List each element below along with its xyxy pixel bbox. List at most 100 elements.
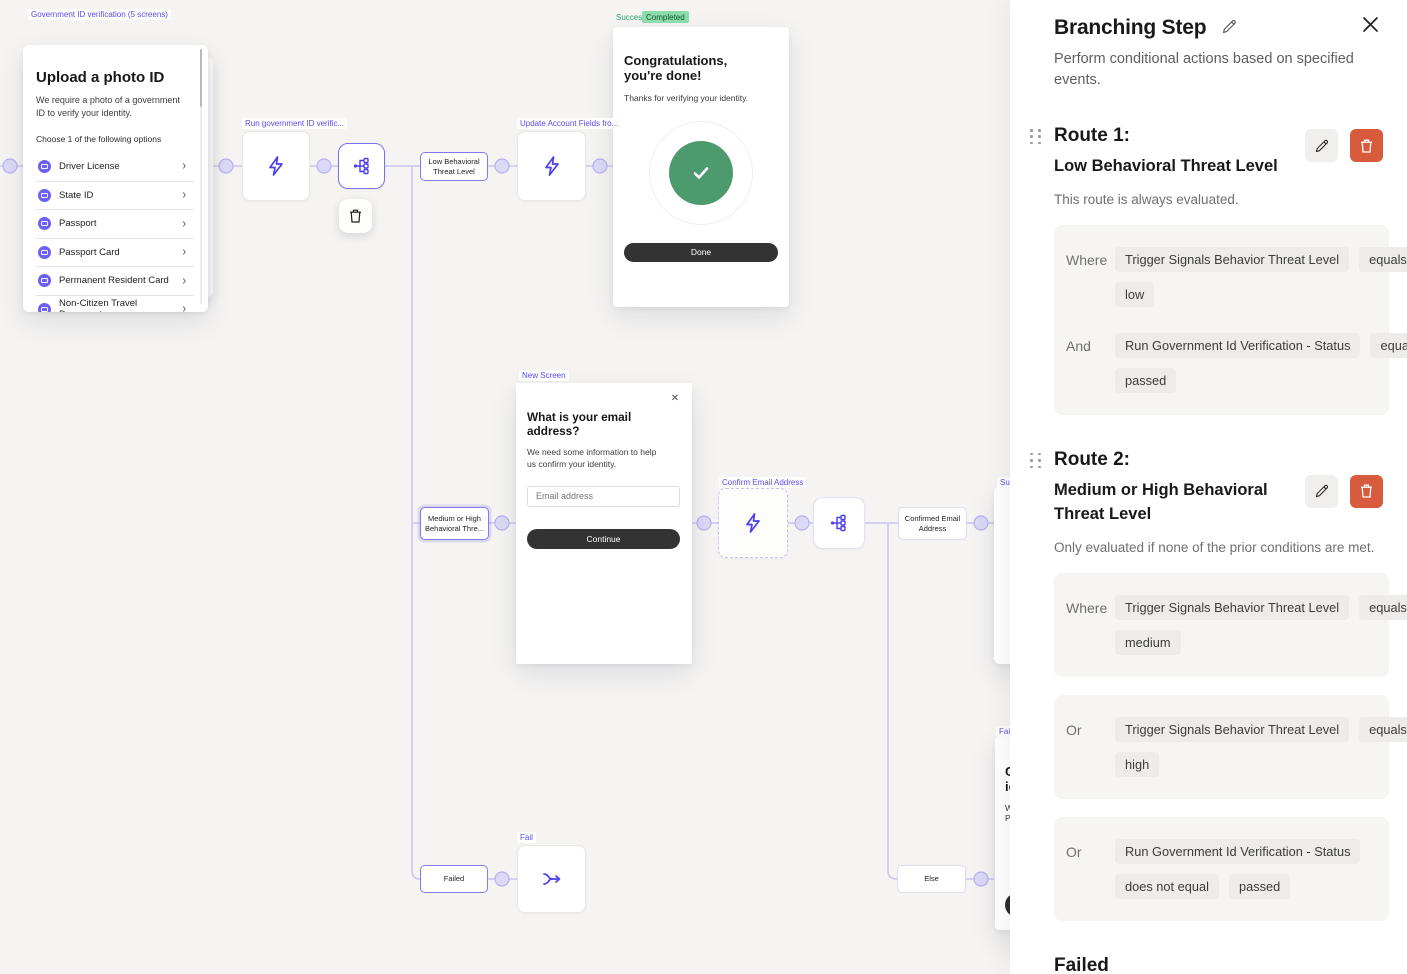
upload-card-title: Upload a photo ID (36, 69, 165, 86)
chevron-right-icon: › (182, 273, 186, 289)
upload-card-choose: Choose 1 of the following options (36, 134, 162, 145)
branch-icon (353, 157, 369, 175)
email-input[interactable] (527, 485, 680, 507)
id-card-icon (38, 159, 51, 173)
edit-route-button[interactable] (1305, 129, 1338, 163)
route-2-note: Only evaluated if none of the prior cond… (1054, 539, 1375, 555)
condition-operator-chip[interactable]: does not equal (1115, 873, 1219, 899)
route-2-header: Route 2: Medium or High Behavioral Threa… (1030, 448, 1383, 527)
check-ring (649, 120, 753, 225)
condition-operator-chip[interactable]: equals (1359, 716, 1407, 742)
pencil-icon (1315, 485, 1328, 498)
success-card-title: Congratulations, you're done! (624, 53, 728, 83)
check-circle (669, 140, 733, 205)
close-icon (1362, 17, 1378, 32)
panel-description: Perform conditional actions based on spe… (1054, 51, 1354, 89)
condition-field-chip[interactable]: Run Government Id Verification - Status (1115, 838, 1361, 864)
branch-icon (830, 514, 846, 532)
success-clipped-label: Success (997, 477, 1010, 488)
trash-icon (1361, 139, 1372, 153)
condition-operator-chip[interactable]: equals (1359, 246, 1407, 272)
new-screen-label: New Screen (519, 370, 569, 381)
update-account-action-node[interactable] (517, 131, 586, 201)
connector-where: Where (1066, 251, 1108, 268)
email-card-title: What is your email address? (527, 410, 632, 438)
scrollbar-thumb[interactable] (200, 49, 202, 107)
drag-handle[interactable] (1030, 129, 1042, 145)
delete-route-button[interactable] (1350, 129, 1383, 163)
confirm-email-action-node[interactable] (718, 488, 788, 558)
condition-operator-chip[interactable]: equals (1370, 332, 1407, 358)
upload-card-body: We require a photo of a government ID to… (36, 95, 180, 119)
condition-field-chip[interactable]: Trigger Signals Behavior Threat Level (1115, 246, 1350, 272)
passport-icon (38, 217, 51, 231)
option-driver-license[interactable]: Driver License › (36, 152, 194, 181)
run-gov-id-label: Run government ID verific... (242, 118, 348, 129)
branching-step-node-selected[interactable] (338, 143, 385, 189)
route-2-name: Route 2: (1054, 448, 1130, 470)
completed-badge: Completed (642, 11, 689, 23)
condition-field-chip[interactable]: Trigger Signals Behavior Threat Level (1115, 594, 1350, 620)
lightning-icon (746, 513, 760, 533)
edit-route-button[interactable] (1305, 474, 1338, 508)
chevron-right-icon: › (182, 216, 186, 232)
run-gov-id-action-node[interactable] (242, 131, 310, 201)
edit-title-pencil-icon[interactable] (1221, 18, 1238, 35)
option-passport[interactable]: Passport › (36, 209, 194, 238)
route-1-note: This route is always evaluated. (1054, 191, 1239, 207)
fail-card-title-line1: C (1005, 764, 1010, 779)
condition-field-chip[interactable]: Trigger Signals Behavior Threat Level (1115, 716, 1350, 742)
condition-value-chip[interactable]: low (1115, 281, 1155, 307)
email-screen-card[interactable]: ✕ What is your email address? We need so… (516, 383, 692, 664)
condition-value-chip[interactable]: passed (1228, 873, 1291, 899)
condition-value-chip[interactable]: high (1115, 751, 1160, 777)
scrollbar-track[interactable] (200, 49, 202, 304)
condition-field-chip[interactable]: Run Government Id Verification - Status (1115, 332, 1361, 358)
condition-value-chip[interactable]: medium (1115, 629, 1181, 655)
lightning-icon (269, 156, 283, 176)
delete-node-button[interactable] (339, 199, 372, 233)
branching-step-node[interactable] (813, 497, 865, 549)
fail-screen-clipped-card[interactable]: C ic W Pl (995, 737, 1010, 930)
option-passport-card[interactable]: Passport Card › (36, 237, 194, 267)
screen-group-label: Government ID verification (5 screens) (28, 9, 171, 20)
failed-route-node[interactable]: Failed (420, 865, 488, 893)
route-2-condition-2: Or Trigger Signals Behavior Threat Level… (1054, 694, 1407, 799)
connector-or: Or (1066, 721, 1082, 738)
success-label: Success (616, 13, 647, 22)
panel-close-button[interactable] (1359, 15, 1381, 37)
trash-icon (350, 209, 361, 223)
condition-operator-chip[interactable]: equals (1359, 594, 1407, 620)
lightning-icon (544, 156, 559, 176)
done-button[interactable]: Done (624, 242, 778, 262)
close-icon[interactable]: ✕ (668, 391, 682, 405)
passport-card-icon (38, 245, 51, 259)
connector-and: And (1066, 337, 1091, 354)
option-state-id[interactable]: State ID › (36, 180, 194, 210)
flow-canvas[interactable]: Government ID verification (5 screens) U… (0, 0, 1010, 974)
fail-label: Fail (517, 832, 536, 843)
trash-icon (1361, 485, 1372, 499)
confirm-email-label: Confirm Email Address (719, 477, 807, 488)
else-route-node[interactable]: Else (897, 865, 966, 893)
confirmed-email-route-node[interactable]: Confirmed Email Address (898, 507, 967, 540)
condition-value-chip[interactable]: passed (1115, 367, 1177, 393)
check-icon (693, 167, 709, 179)
option-travel-document[interactable]: Non-Citizen Travel Document › (36, 294, 194, 312)
continue-button[interactable]: Continue (527, 528, 680, 549)
chevron-right-icon: › (182, 302, 186, 312)
fail-card-dark-button[interactable] (1005, 893, 1010, 917)
success-screen-card[interactable]: Congratulations, you're done! Thanks for… (613, 27, 789, 307)
medium-threat-route-node[interactable]: Medium or High Behavioral Thre... (420, 507, 489, 540)
upload-id-screen-card[interactable]: Upload a photo ID We require a photo of … (23, 45, 208, 312)
low-threat-route-node[interactable]: Low Behavioral Threat Level (420, 152, 488, 181)
option-permanent-resident[interactable]: Permanent Resident Card › (36, 266, 194, 295)
fail-card-body-line1: W (1005, 802, 1010, 813)
update-account-label: Update Account Fields fro... (517, 118, 622, 129)
connector-wires (0, 158, 994, 887)
drag-handle[interactable] (1030, 452, 1042, 469)
success-screen-clipped-card[interactable] (994, 486, 1010, 664)
pencil-icon (1315, 139, 1328, 152)
fail-merge-node[interactable] (517, 845, 586, 913)
delete-route-button[interactable] (1350, 474, 1383, 508)
